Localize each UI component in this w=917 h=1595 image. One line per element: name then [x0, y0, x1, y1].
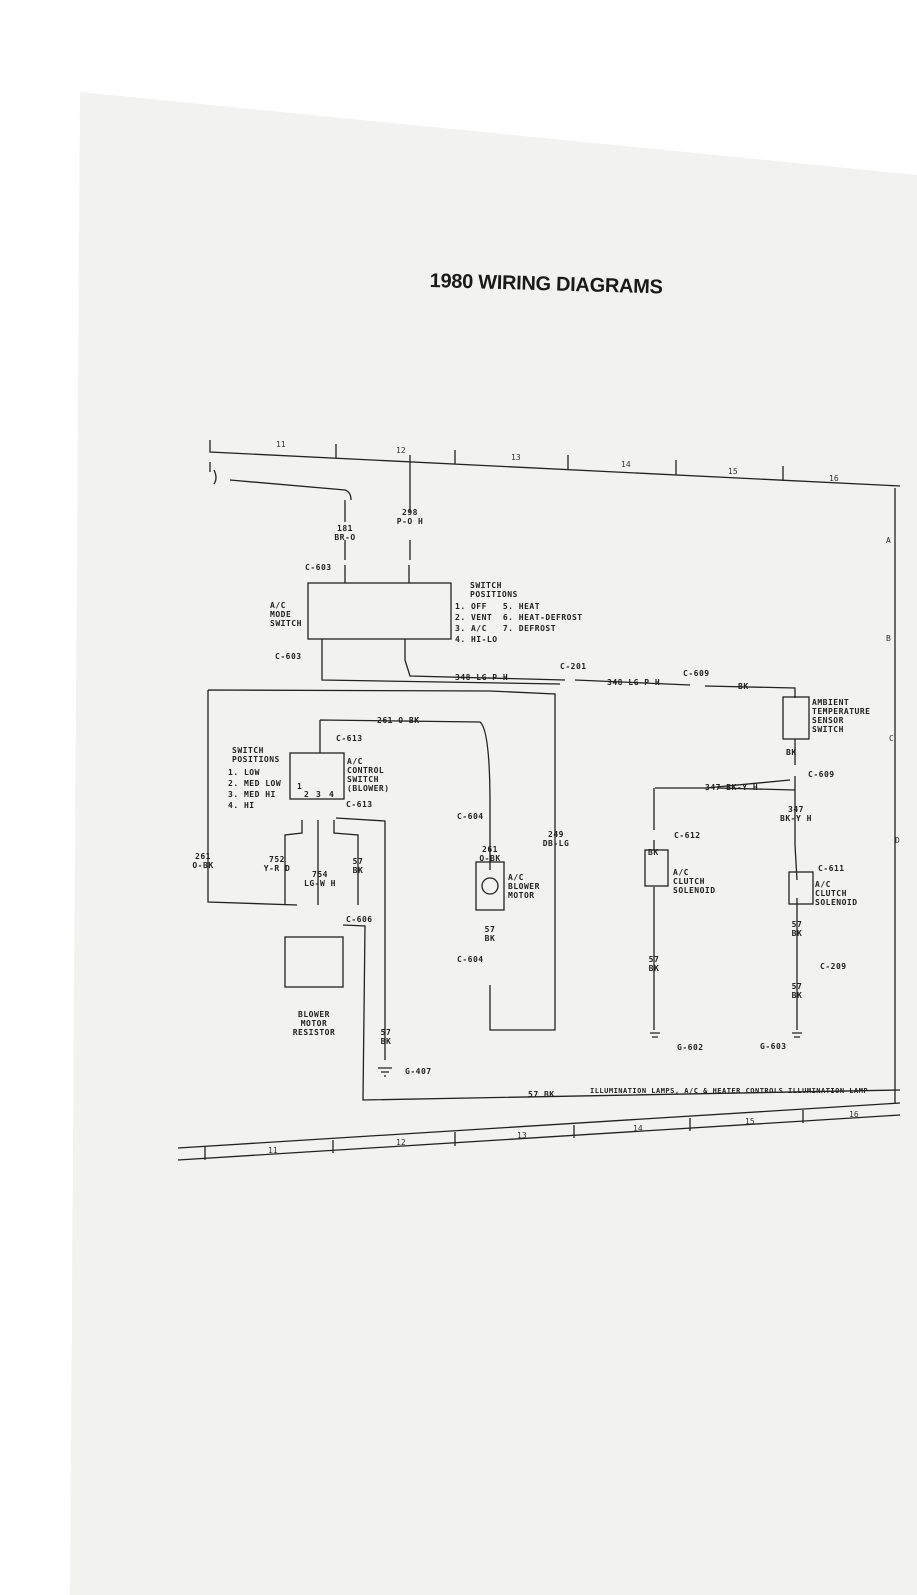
col-13-bottom: 13 [517, 1131, 527, 1140]
blower-position-3: 3. MED HI [228, 790, 276, 799]
col-12: 12 [396, 446, 406, 455]
col-16-bottom: 16 [849, 1110, 859, 1119]
top-ruler [209, 440, 901, 487]
col-14: 14 [621, 460, 631, 469]
wire-261-top: 261 O-BK [377, 716, 420, 725]
bottom-ruler [177, 1102, 901, 1161]
col-16: 16 [829, 474, 839, 483]
illumination-wire: 57 BK [528, 1090, 555, 1099]
blower-motor-label: A/C BLOWER MOTOR [508, 873, 540, 900]
ground-g407: G-407 [405, 1067, 432, 1076]
connector-c209: C-209 [820, 962, 847, 971]
wires-right [653, 739, 798, 1030]
clutch-left-label: A/C CLUTCH SOLENOID [673, 868, 716, 895]
col-12-bottom: 12 [396, 1138, 406, 1147]
ambient-switch-label: AMBIENT TEMPERATURE SENSOR SWITCH [812, 698, 871, 734]
row-c: C [889, 734, 894, 743]
bottom-ruler-ticks [204, 1110, 804, 1160]
connector-c609: C-609 [683, 669, 710, 678]
ambient-out-color: BK [786, 748, 797, 757]
blower-position-2: 2. MED LOW [228, 779, 282, 788]
clutch-left-box [644, 849, 669, 887]
ground-icons [378, 1032, 802, 1077]
wire-57: 57 BK [352, 857, 364, 875]
blower-positions-title: SWITCH POSITIONS [232, 746, 280, 764]
connector-c604-bottom: C-604 [457, 955, 484, 964]
col-11: 11 [276, 440, 286, 449]
wire-752: 752 Y-R D [263, 855, 291, 873]
blower-motor-symbol [481, 877, 499, 895]
wire-348-a: 348 LG-P H [455, 673, 509, 682]
blower-switch-box [289, 752, 345, 800]
col-15: 15 [728, 467, 738, 476]
blower-resistor-label: BLOWER MOTOR RESISTOR [292, 1010, 336, 1037]
connector-c613-top: C-613 [336, 734, 363, 743]
wires-top [209, 455, 411, 560]
top-ruler-ticks [335, 444, 784, 481]
wire-bk: BK [738, 682, 749, 691]
row-a: A [886, 536, 891, 545]
wire-298: 298 [402, 508, 418, 517]
blower-motor-box [475, 861, 505, 911]
wire-348-b: 348 LG-P H [607, 678, 661, 687]
wire-249: 249 DB-LG [542, 830, 570, 848]
wire-57-ground: 57 BK [380, 1028, 392, 1046]
blower-resistor-box [284, 936, 344, 988]
ground-g602: G-602 [677, 1043, 704, 1052]
row-b: B [886, 634, 891, 643]
paper-sheet [70, 92, 917, 1595]
connector-c603-top: C-603 [305, 563, 332, 572]
wires-blower [207, 689, 556, 1031]
mode-positions-title: SWITCH POSITIONS [470, 581, 518, 599]
connector-c612: C-612 [674, 831, 701, 840]
col-14-bottom: 14 [633, 1124, 643, 1133]
wire-298-color: P-O H [396, 517, 424, 526]
mode-position-1: 1. OFF 5. HEAT [455, 602, 541, 611]
row-d: D [895, 836, 900, 845]
illumination-label: ILLUMINATION LAMPS, A/C & HEATER CONTROL… [590, 1087, 869, 1095]
wire-347: 347 BK-Y H [705, 783, 759, 792]
connector-c603-bottom: C-603 [275, 652, 302, 661]
col-11-bottom: 11 [268, 1146, 278, 1155]
ambient-switch-box [782, 696, 810, 740]
blower-position-4: 4. HI [228, 801, 255, 810]
mode-position-4: 4. HI-LO [455, 635, 498, 644]
wire-181: 181 [337, 524, 353, 533]
wire-261-left: 261 O-BK [192, 852, 214, 870]
wire-348 [321, 565, 796, 698]
connector-c613-bottom: C-613 [346, 800, 373, 809]
ground-g603: G-603 [760, 1042, 787, 1051]
connector-c611: C-611 [818, 864, 845, 873]
switch-pin-2: 2 [304, 790, 310, 799]
wire-347-v: 347 BK-Y H [780, 805, 812, 823]
clutch-left-bk: BK [648, 848, 659, 857]
clutch-right-wire-mid: 57 BK [791, 920, 803, 938]
blower-position-1: 1. LOW [228, 768, 260, 777]
blower-switch-label: A/C CONTROL SWITCH (BLOWER) [347, 757, 390, 793]
connector-c201: C-201 [560, 662, 587, 671]
connector-c609-b: C-609 [808, 770, 835, 779]
connector-c606: C-606 [346, 915, 373, 924]
motor-wire-in: 261 O-BK [479, 845, 501, 863]
motor-wire-out: 57 BK [484, 925, 496, 943]
col-13: 13 [511, 453, 521, 462]
switch-pin-4: 4 [329, 790, 335, 799]
mode-position-3: 3. A/C 7. DEFROST [455, 624, 557, 633]
clutch-right-wire-bottom: 57 BK [791, 982, 803, 1000]
mode-switch-label: A/C MODE SWITCH [270, 601, 302, 628]
wires-resistor [284, 817, 901, 1101]
clutch-right-box [788, 871, 814, 905]
connector-c604-top: C-604 [457, 812, 484, 821]
switch-pin-3: 3 [316, 790, 322, 799]
mode-position-2: 2. VENT 6. HEAT-DEFROST [455, 613, 583, 622]
clutch-left-wire: 57 BK [648, 955, 660, 973]
col-15-bottom: 15 [745, 1117, 755, 1126]
wire-754: 754 LG-W H [304, 870, 336, 888]
clutch-right-label: A/C CLUTCH SOLENOID [815, 880, 858, 907]
mode-switch-box [307, 582, 452, 640]
wire-181-color: BR-O [334, 533, 356, 542]
switch-pin-1: 1 [297, 782, 303, 791]
